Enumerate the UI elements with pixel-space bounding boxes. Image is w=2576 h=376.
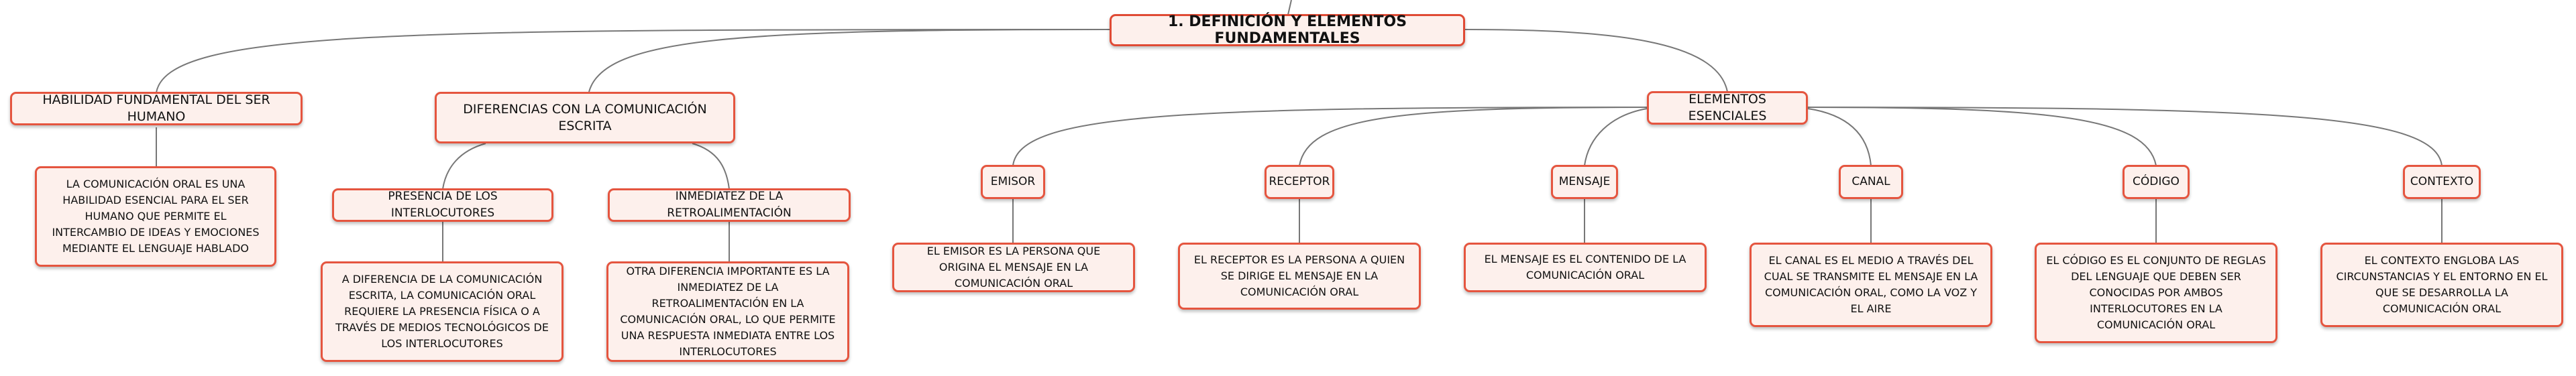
node-canal-label: CANAL [1851,175,1890,188]
node-elementos[interactable]: ELEMENTOS ESENCIALES [1647,91,1808,125]
node-diferencias[interactable]: DIFERENCIAS CON LA COMUNICACIÓN ESCRITA [435,92,735,143]
node-contexto-detail-text: EL CONTEXTO ENGLOBA LAS CIRCUNSTANCIAS Y… [2336,254,2548,315]
node-mensaje-label: MENSAJE [1558,175,1611,188]
node-codigo-label: CÓDIGO [2133,175,2180,188]
node-mensaje-detail-text: EL MENSAJE ES EL CONTENIDO DE LA COMUNIC… [1484,253,1686,281]
node-emisor-detail[interactable]: EL EMISOR ES LA PERSONA QUE ORIGINA EL M… [892,243,1135,292]
node-receptor-detail-text: EL RECEPTOR ES LA PERSONA A QUIEN SE DIR… [1193,253,1405,298]
node-mensaje-detail[interactable]: EL MENSAJE ES EL CONTENIDO DE LA COMUNIC… [1464,243,1707,292]
node-presencia-detail[interactable]: A DIFERENCIA DE LA COMUNICACIÓN ESCRITA,… [321,261,564,362]
connector-elementos-receptor [1299,107,1648,166]
connector-diferencias-presencia [442,143,486,190]
node-emisor-detail-text: EL EMISOR ES LA PERSONA QUE ORIGINA EL M… [926,245,1101,290]
node-contexto[interactable]: CONTEXTO [2403,165,2481,199]
node-habilidad-detail-text: LA COMUNICACIÓN ORAL ES UNA HABILIDAD ES… [52,178,260,255]
node-contexto-detail[interactable]: EL CONTEXTO ENGLOBA LAS CIRCUNSTANCIAS Y… [2320,243,2563,327]
connector-root-diferencias [588,29,1110,92]
node-receptor-label: RECEPTOR [1269,175,1330,188]
connector-elementos-contexto [1807,107,2443,166]
connector-elementos-canal [1807,108,1872,166]
node-contexto-label: CONTEXTO [2410,175,2474,188]
node-receptor[interactable]: RECEPTOR [1265,165,1334,199]
node-elementos-label: ELEMENTOS ESENCIALES [1688,92,1767,123]
node-presencia[interactable]: PRESENCIA DE LOS INTERLOCUTORES [332,188,553,222]
node-codigo-detail[interactable]: EL CÓDIGO ES EL CONJUNTO DE REGLAS DEL L… [2035,243,2277,343]
connector-root-elementos [1464,29,1728,92]
node-codigo[interactable]: CÓDIGO [2123,165,2190,199]
connector-parent-root [1287,0,1292,15]
node-inmediatez-detail-text: OTRA DIFERENCIA IMPORTANTE ES LA INMEDIA… [620,265,836,358]
node-canal-detail-text: EL CANAL ES EL MEDIO A TRAVÉS DEL CUAL S… [1764,254,1978,315]
node-presencia-label: PRESENCIA DE LOS INTERLOCUTORES [388,190,498,220]
connector-elementos-emisor [1012,107,1648,166]
node-presencia-detail-text: A DIFERENCIA DE LA COMUNICACIÓN ESCRITA,… [335,273,549,350]
node-inmediatez-detail[interactable]: OTRA DIFERENCIA IMPORTANTE ES LA INMEDIA… [606,261,849,362]
node-inmediatez[interactable]: INMEDIATEZ DE LA RETROALIMENTACIÓN [608,188,851,222]
connector-diferencias-inmediatez [692,143,730,190]
connector-root-habilidad [156,29,1110,93]
node-codigo-detail-text: EL CÓDIGO ES EL CONJUNTO DE REGLAS DEL L… [2046,254,2266,331]
node-inmediatez-label: INMEDIATEZ DE LA RETROALIMENTACIÓN [667,190,792,220]
node-emisor[interactable]: EMISOR [981,165,1045,199]
node-habilidad[interactable]: HABILIDAD FUNDAMENTAL DEL SER HUMANO [10,92,303,125]
node-receptor-detail[interactable]: EL RECEPTOR ES LA PERSONA A QUIEN SE DIR… [1178,243,1421,310]
node-emisor-label: EMISOR [990,175,1036,188]
node-canal-detail[interactable]: EL CANAL ES EL MEDIO A TRAVÉS DEL CUAL S… [1750,243,1992,327]
node-mensaje[interactable]: MENSAJE [1551,165,1618,199]
root-label: 1. DEFINICIÓN Y ELEMENTOS FUNDAMENTALES [1167,13,1407,47]
node-canal[interactable]: CANAL [1839,165,1903,199]
node-habilidad-label: HABILIDAD FUNDAMENTAL DEL SER HUMANO [42,92,270,124]
connector-elementos-mensaje [1584,108,1648,166]
node-habilidad-detail[interactable]: LA COMUNICACIÓN ORAL ES UNA HABILIDAD ES… [35,166,276,267]
root-node[interactable]: 1. DEFINICIÓN Y ELEMENTOS FUNDAMENTALES [1110,13,1465,47]
node-diferencias-label: DIFERENCIAS CON LA COMUNICACIÓN ESCRITA [463,101,707,133]
